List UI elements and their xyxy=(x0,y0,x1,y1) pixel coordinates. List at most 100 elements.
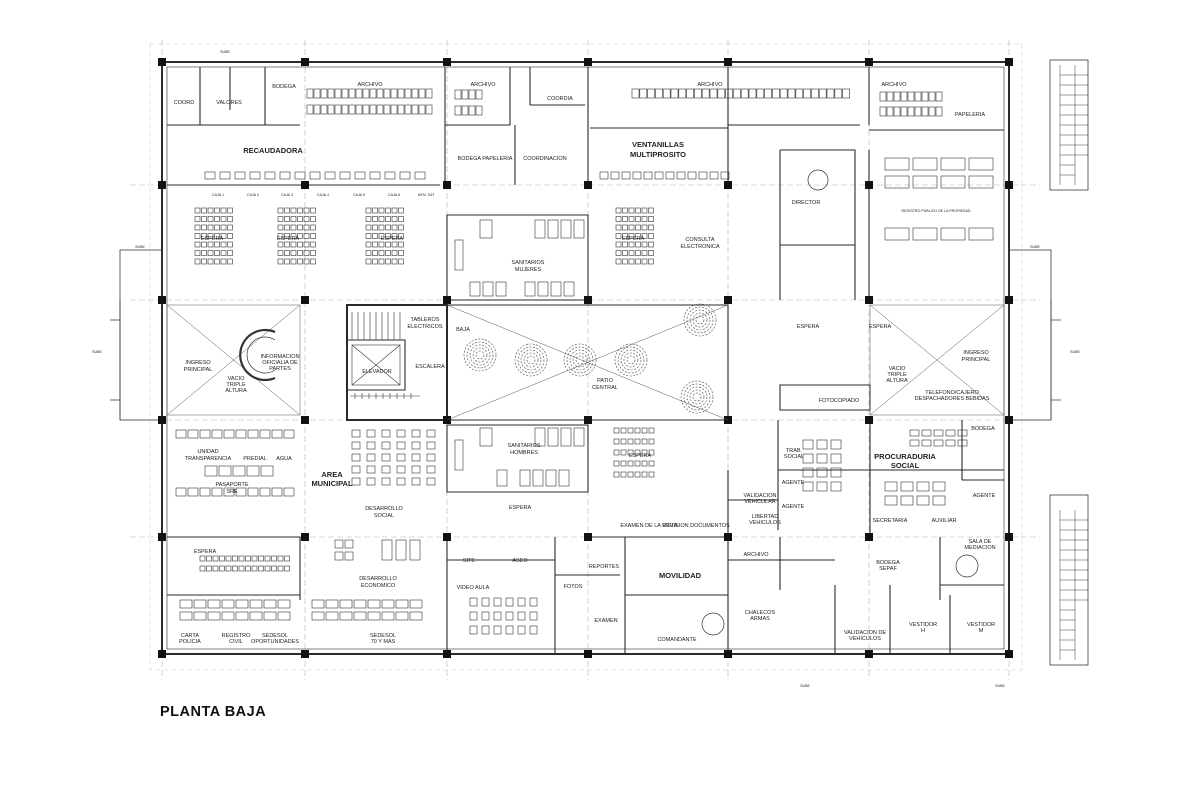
workstation xyxy=(249,599,263,609)
waiting-chair xyxy=(378,216,385,222)
waiting-chair xyxy=(385,258,391,265)
tree-icon xyxy=(692,392,702,402)
workstation xyxy=(916,481,930,492)
workstation xyxy=(802,467,814,478)
waiting-chair xyxy=(648,258,654,265)
room-label: AGUA xyxy=(276,456,292,462)
waiting-chair xyxy=(212,565,219,572)
archive-shelf xyxy=(397,88,405,99)
stair-label: SUBE xyxy=(1030,245,1040,249)
tree-icon xyxy=(614,343,648,377)
waiting-chair xyxy=(622,233,628,239)
tree-icon xyxy=(463,338,497,372)
workstation xyxy=(395,539,407,561)
archive-shelf xyxy=(362,88,370,99)
archive-shelf xyxy=(709,88,718,99)
waiting-chair xyxy=(628,241,635,248)
waiting-chair xyxy=(365,207,372,214)
waiting-chair xyxy=(398,250,404,256)
waiting-chair xyxy=(381,453,391,462)
counter-label: CAJA 2 xyxy=(247,193,259,197)
waiting-chair xyxy=(297,233,303,239)
waiting-chair xyxy=(391,233,398,239)
classroom-seat xyxy=(505,625,514,635)
waiting-chair xyxy=(264,555,271,562)
archive-shelf xyxy=(397,104,405,115)
workstation xyxy=(968,157,994,171)
room-label: AGENTE xyxy=(782,504,805,510)
waiting-chair xyxy=(194,216,201,222)
waiting-chair xyxy=(206,565,212,572)
room-label: COORDIA xyxy=(547,96,573,102)
archive-shelf xyxy=(811,88,819,99)
waiting-chair xyxy=(284,258,290,265)
waiting-chair xyxy=(648,250,654,256)
waiting-chair xyxy=(297,216,303,222)
counter-label: CAJA 4 xyxy=(317,193,329,197)
room-label: BODEGA xyxy=(971,426,995,432)
waiting-chair xyxy=(635,207,641,214)
workstation xyxy=(830,453,842,464)
waiting-chair xyxy=(220,216,227,222)
waiting-chair xyxy=(201,250,207,256)
waiting-chair xyxy=(297,241,303,248)
tree-icon xyxy=(520,349,542,371)
tree-icon xyxy=(566,346,594,374)
room-label: TABLEROS xyxy=(411,317,440,323)
workstation xyxy=(232,465,246,477)
waiting-chair xyxy=(245,565,251,572)
workstation xyxy=(199,429,211,439)
workstation xyxy=(940,175,966,189)
waiting-chair xyxy=(641,427,648,434)
waiting-chair xyxy=(641,216,648,222)
archive-shelf xyxy=(327,104,335,115)
stair-label: SUBE xyxy=(92,350,102,354)
tree-icon xyxy=(686,386,708,408)
workstation xyxy=(884,481,898,492)
room-label: OFICIALIA DE xyxy=(262,360,298,366)
void-diagonals xyxy=(166,304,1005,421)
waiting-chair xyxy=(310,241,316,248)
waiting-chair xyxy=(277,233,284,239)
archive-shelf xyxy=(327,88,335,99)
room-label: UNIDAD xyxy=(197,449,218,455)
waiting-chair xyxy=(635,241,641,248)
archive-shelf xyxy=(834,88,843,99)
classroom-seat xyxy=(529,597,538,607)
classroom-seat xyxy=(493,625,502,635)
workstation xyxy=(884,157,910,171)
archive-shelf xyxy=(764,88,772,99)
waiting-chair xyxy=(622,250,628,256)
tree-icon xyxy=(517,346,545,374)
workstation xyxy=(932,495,946,506)
workstation xyxy=(409,599,423,609)
tree-icon xyxy=(692,312,708,328)
waiting-chair xyxy=(628,216,635,222)
workstation xyxy=(271,487,283,497)
archive-shelf xyxy=(355,104,363,115)
waiting-chair xyxy=(214,216,220,222)
room-label: PATIO xyxy=(597,378,613,384)
archive-shelf xyxy=(886,106,894,117)
waiting-chair xyxy=(634,471,641,478)
tree-icon xyxy=(569,349,591,371)
waiting-chair xyxy=(613,449,620,456)
waiting-chair xyxy=(378,258,385,265)
waiting-chair xyxy=(398,216,404,222)
archive-shelf xyxy=(425,88,433,99)
waiting-chair xyxy=(251,565,258,572)
classroom-seat xyxy=(517,611,526,621)
workstation xyxy=(802,481,814,492)
waiting-chair xyxy=(365,241,372,248)
workstation xyxy=(311,599,325,609)
workstation xyxy=(325,599,339,609)
room-label: ELECTRICOS xyxy=(407,324,442,330)
waiting-chair xyxy=(238,555,245,562)
workstation xyxy=(283,487,295,497)
tree-icon xyxy=(680,380,714,414)
workstation xyxy=(381,611,395,621)
waiting-chair xyxy=(232,565,238,572)
waiting-chair xyxy=(381,465,391,474)
room-label: OPORTUNIDADES xyxy=(251,639,299,645)
archive-shelf xyxy=(454,89,462,100)
